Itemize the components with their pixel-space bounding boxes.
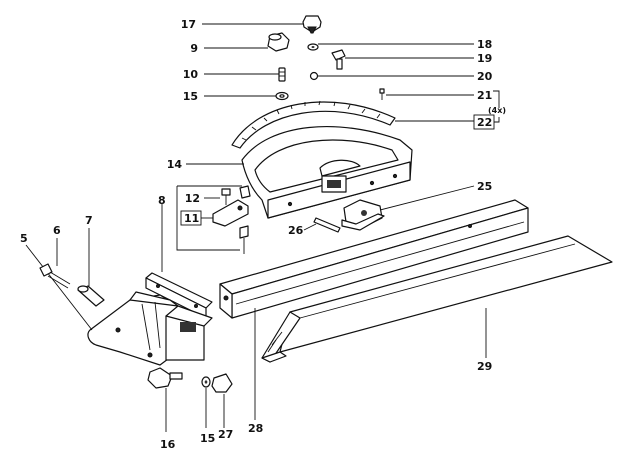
part-20-nut xyxy=(309,71,474,81)
callout-29: 29 xyxy=(477,360,492,373)
callout-12: 12 xyxy=(185,192,200,205)
callout-4x: (4x) xyxy=(488,106,506,115)
callout-8: 8 xyxy=(158,194,166,207)
callout-6: 6 xyxy=(53,224,61,237)
part-12-screw xyxy=(204,188,231,205)
part-29-fence xyxy=(261,235,613,363)
part-15-washer-bottom xyxy=(201,376,211,428)
fence-shading xyxy=(267,331,283,353)
part-14-gauge-body xyxy=(186,126,413,219)
callout-11: 11 xyxy=(184,212,199,225)
part-19-screw xyxy=(331,49,474,70)
part-9-cap xyxy=(204,32,290,52)
callout-9: 9 xyxy=(190,42,198,55)
callout-5: 5 xyxy=(20,232,28,245)
scale-tick-marks xyxy=(241,100,381,141)
part-27-cap xyxy=(211,373,233,428)
callout-22: 22 xyxy=(477,116,492,129)
callout-15-top: 15 xyxy=(183,90,198,103)
part-17-knob xyxy=(202,15,322,34)
callout-20: 20 xyxy=(477,70,493,83)
part-16-knob xyxy=(147,367,183,432)
callout-15-bottom: 15 xyxy=(200,432,215,445)
part-5-bracket xyxy=(25,244,213,366)
part-22-scale-link xyxy=(395,114,500,130)
part-10-bolt xyxy=(204,67,286,82)
callout-28: 28 xyxy=(248,422,263,435)
part-18-washer xyxy=(307,43,474,51)
callout-16: 16 xyxy=(160,438,176,451)
part-7-sleeve xyxy=(77,228,105,307)
callout-25: 25 xyxy=(477,180,492,193)
part-28-rail xyxy=(219,199,529,420)
callout-17: 17 xyxy=(181,18,196,31)
part-21-screw xyxy=(379,88,500,108)
part-26-pin xyxy=(303,217,341,233)
callout-27: 27 xyxy=(218,428,233,441)
part-11-clamp xyxy=(176,185,251,254)
callout-26: 26 xyxy=(288,224,304,237)
callout-10: 10 xyxy=(183,68,199,81)
part-25-slider xyxy=(341,185,475,231)
callout-21: 21 xyxy=(477,89,492,102)
angle-scale-arc xyxy=(231,100,396,149)
part-6-bolt xyxy=(39,238,71,289)
callout-18: 18 xyxy=(477,38,492,51)
part-15-washer-top xyxy=(204,91,289,101)
callout-7: 7 xyxy=(85,214,93,227)
callout-19: 19 xyxy=(477,52,492,65)
callout-14: 14 xyxy=(167,158,183,171)
